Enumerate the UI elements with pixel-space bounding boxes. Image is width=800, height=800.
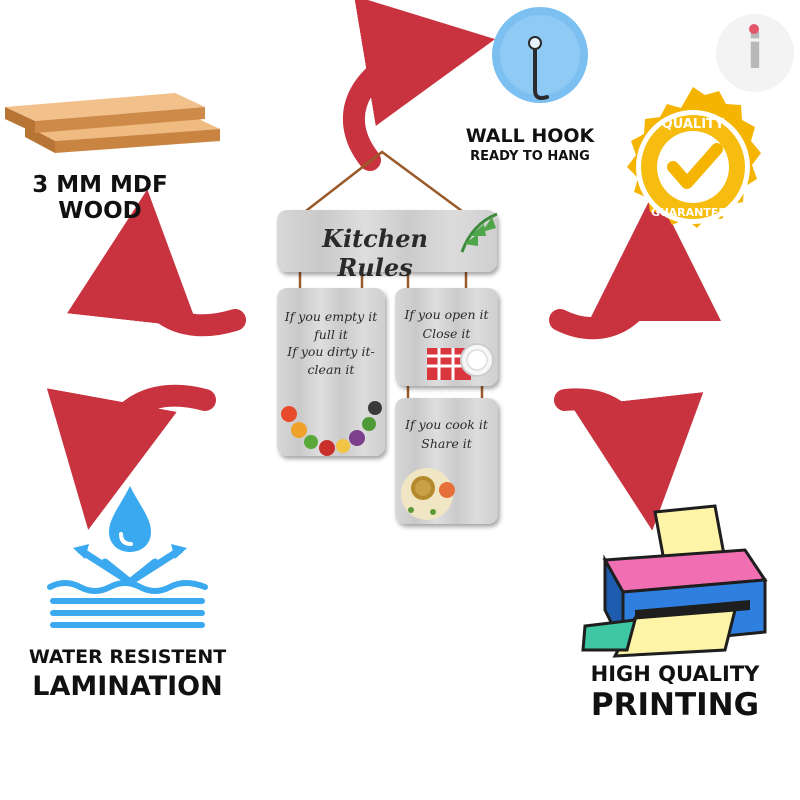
panel-left-line4: clean it	[307, 361, 355, 377]
vegetables-wreath-icon	[281, 401, 382, 456]
panel-right-bottom: If you cook it Share it	[395, 398, 498, 524]
arrow-to-hook-icon	[342, 0, 496, 171]
brand-logo-letter: i	[746, 24, 764, 80]
hook-line1: WALL HOOK	[465, 125, 595, 147]
brand-logo-dot	[749, 24, 759, 34]
header-title: Kitchen Rules	[322, 224, 428, 282]
printing-label: HIGH QUALITY PRINTING	[570, 662, 780, 724]
panel-right-top-line2: Close it	[422, 325, 471, 341]
panel-right-bottom-text: If you cook it Share it	[397, 416, 496, 454]
header-plank: Kitchen Rules	[277, 210, 498, 282]
printing-line1: HIGH QUALITY	[590, 662, 760, 686]
quality-text: QUALITY	[662, 117, 725, 132]
arrow-to-lamination-icon	[46, 384, 216, 530]
arrow-to-quality-icon	[549, 189, 721, 340]
panel-right-top-text: If you open it Close it	[397, 306, 496, 344]
lamination-line2: LAMINATION	[32, 670, 223, 702]
wood-planks-icon	[5, 93, 220, 153]
mdf-wood-label: 3 MM MDF WOOD	[10, 172, 190, 225]
quality-guaranteed-badge-icon: QUALITY GUARANTEED	[627, 87, 761, 228]
arrow-to-wood-icon	[67, 189, 246, 337]
water-drop-lamination-icon	[47, 486, 208, 628]
panel-right-bottom-line2: Share it	[421, 435, 472, 451]
panel-right-top: If you open it Close it	[395, 288, 498, 386]
plate-napkin-icon	[427, 343, 494, 380]
printer-icon	[581, 504, 768, 658]
printing-line2: PRINTING	[590, 687, 760, 724]
panel-left-line3: If you dirty it-	[287, 344, 375, 359]
lamination-label: WATER RESISTENT LAMINATION	[15, 646, 240, 702]
wall-hook-label: WALL HOOK READY TO HANG	[450, 125, 610, 165]
mdf-line1: 3 MM MDF	[32, 172, 168, 198]
panel-left: If you empty it full it If you dirty it-…	[277, 288, 385, 456]
palm-leaf-icon	[460, 212, 498, 253]
panel-left-line2: full it	[314, 326, 348, 342]
panel-left-line1: If you empty it	[284, 309, 378, 324]
guaranteed-text: GUARANTEED	[651, 206, 735, 219]
food-bowl-icon	[401, 468, 455, 520]
hook-line2: READY TO HANG	[470, 148, 590, 164]
panel-right-top-line1: If you open it	[404, 307, 489, 322]
mdf-line2: WOOD	[58, 198, 142, 225]
panel-left-text: If you empty it full it If you dirty it-…	[281, 308, 381, 378]
lamination-line1: WATER RESISTENT	[28, 646, 227, 668]
panel-right-bottom-line1: If you cook it	[405, 417, 488, 432]
wall-hook-icon	[492, 7, 588, 103]
arrow-to-printer-icon	[554, 388, 704, 531]
